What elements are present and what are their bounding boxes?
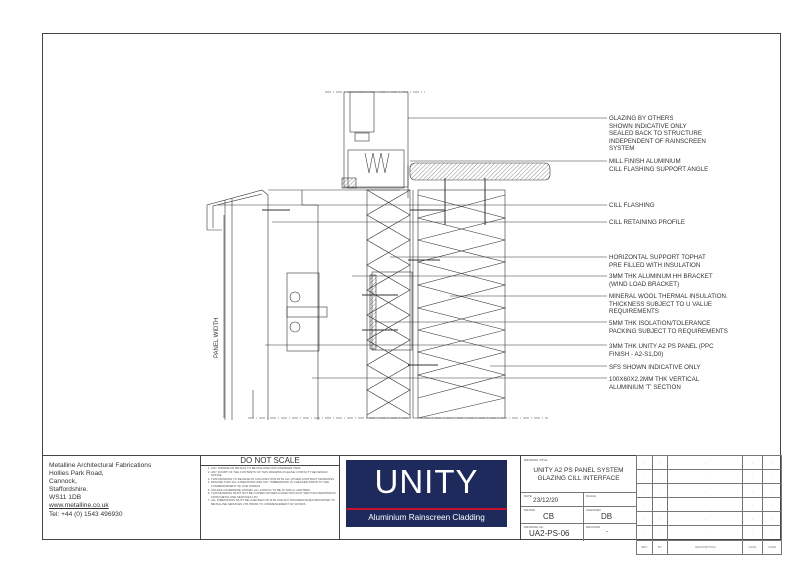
note-item: ENSURE THAT ALL STEELWORK AND ANY TIMBER…: [211, 481, 336, 488]
logo-tagline: Aluminium Rainscreen Cladding: [368, 513, 485, 522]
address-postcode: WS11 1DB: [49, 494, 82, 502]
panel-width-label: PANEL WIDTH: [214, 318, 220, 358]
annotation-cill-flashing: CILL FLASHING: [609, 202, 655, 209]
note-item: ANY DISSIMILAR METALS TO BE ISOLATED WIT…: [211, 466, 336, 471]
logo-cell: UNITY Aluminium Rainscreen Cladding: [340, 455, 520, 540]
annotation-insulation: MINERAL WOOL THERMAL INSULATION. THICKNE…: [609, 293, 728, 316]
logo-wordmark: UNITY: [374, 463, 479, 500]
annotation-sfs: SFS SHOWN INDICATIVE ONLY: [609, 364, 701, 371]
drawing-title: UNITY A2 PS PANEL SYSTEM GLAZING CILL IN…: [521, 467, 636, 483]
note-item: ANY DOUBT OF THE CONTENTS OF THIS DRAWIN…: [211, 470, 336, 478]
address-line: Staffordshire.: [49, 486, 89, 494]
wind-load-bracket: [286, 271, 413, 352]
table-row: -----: [636, 497, 783, 513]
annotation-packing: 5MM THK ISOLATION/TOLERANCE PACKING SUBJ…: [609, 320, 728, 335]
note-item: UNLESS OTHERWISE STATED, ALL FIXINGS TO …: [211, 488, 336, 493]
annotation-glazing: GLAZING BY OTHERS SHOWN INDICATIVE ONLY …: [609, 115, 706, 153]
table-row: -----: [636, 511, 783, 527]
phone-number: Tel: +44 (0) 1543 496930: [49, 510, 123, 518]
annotation-support-angle: MILL FINISH ALUMINIUM CILL FLASHING SUPP…: [609, 158, 709, 173]
address-line: Cannock,: [49, 478, 77, 486]
revision-label: REVISION: [586, 525, 601, 529]
cill-retaining-profile: [268, 189, 400, 420]
title-label: DRAWING TITLE: [524, 458, 548, 462]
date-label: DATE: [524, 494, 532, 498]
drawing-no-value: UA2-PS-06: [529, 529, 570, 538]
table-row: -----: [636, 483, 783, 499]
leader-lines: [218, 117, 607, 379]
notes-panel: DO NOT SCALE ANY DISSIMILAR METALS TO BE…: [200, 455, 340, 540]
glazing-frame: [341, 91, 409, 189]
date-value: 23/12/20: [533, 497, 559, 504]
drawing-title-line: UNITY A2 PS PANEL SYSTEM: [533, 467, 624, 474]
company-address: Metalline Architectural Fabrications Hol…: [42, 455, 200, 540]
drawn-label: DRAWN: [524, 508, 536, 512]
checked-value: DB: [601, 512, 613, 521]
drawing-no-label: DRAWING No.: [524, 525, 544, 529]
annotation-bracket: 3MM THK ALUMINUM HH BRACKET (WIND LOAD B…: [609, 273, 713, 288]
table-row: -----: [636, 454, 783, 471]
cill-flashing-support-angle: [409, 162, 551, 181]
company-name: Metalline Architectural Fabrications: [49, 462, 152, 469]
title-block: DRAWING TITLE UNITY A2 PS PANEL SYSTEM G…: [520, 454, 783, 555]
cill-flashing: [206, 189, 269, 420]
note-item: ALL DIMENSIONS MUST BE CHECKED ON SITE A…: [211, 498, 336, 506]
address-line: Hollies Park Road,: [49, 470, 104, 478]
screws: [262, 178, 486, 366]
scale-label: SCALE: [586, 494, 596, 498]
annotation-panel: 3MM THK UNITY A2 PS PANEL (PPC FINISH - …: [609, 343, 714, 358]
mineral-wool-insulation: [366, 189, 507, 419]
drawing-frame: [42, 33, 781, 540]
table-row: -----: [636, 469, 783, 485]
table-row: -----: [636, 525, 783, 541]
annotation-tophat: HORIZONTAL SUPPORT TOPHAT PRE FILLED WIT…: [609, 254, 706, 269]
unity-logo: UNITY Aluminium Rainscreen Cladding: [346, 460, 507, 527]
drawing-info: DRAWING TITLE UNITY A2 PS PANEL SYSTEM G…: [521, 456, 637, 541]
annotation-t-section: 100X60X2.2MM THK VERTICAL ALUMINIUM 'T' …: [609, 376, 700, 391]
logo-accent-line: [346, 508, 507, 510]
checked-label: CHECKED: [586, 508, 601, 512]
note-item: THIS DRAWING MUST NOT BE COPIED OR REPLI…: [211, 491, 336, 499]
revision-value: -: [606, 529, 608, 535]
website-link[interactable]: www.metalline.co.uk: [49, 502, 109, 510]
drawn-value: CB: [543, 512, 555, 521]
note-item: THIS DRAWING TO BE READ IN CONJUNCTION W…: [211, 477, 336, 482]
do-not-scale-heading: DO NOT SCALE: [201, 456, 339, 466]
drawing-title-line: GLAZING CILL INTERFACE: [537, 475, 620, 482]
annotation-cill-retaining-profile: CILL RETAINING PROFILE: [609, 219, 685, 226]
